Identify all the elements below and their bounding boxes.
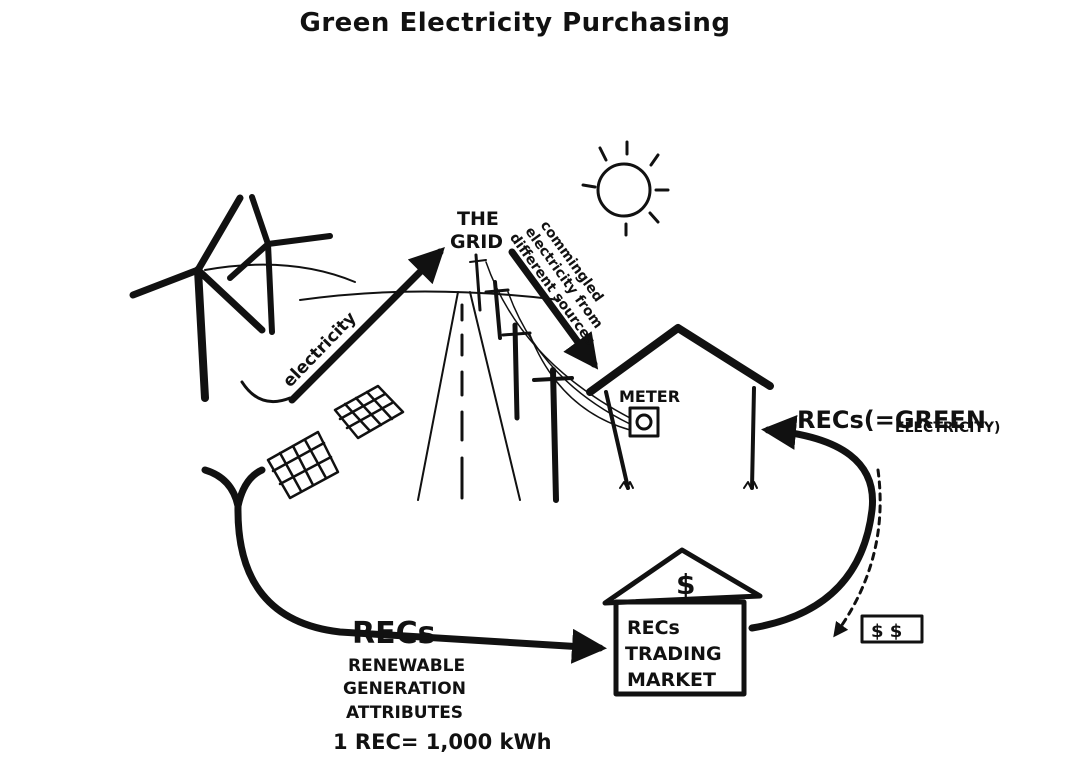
electricity-arrow (240, 247, 445, 404)
grid-label-line1: THE (457, 208, 499, 230)
house-icon (586, 324, 774, 490)
meter-label: METER (619, 387, 680, 406)
road-drawing (299, 290, 561, 501)
recs-green-label-line2: ELECTRICITY) (895, 420, 1000, 436)
recs-return-arrow (748, 415, 877, 632)
generation-label: GENERATION (343, 679, 466, 699)
grid-label-line2: GRID (450, 231, 503, 253)
solar-panel-icon (266, 384, 405, 500)
market-label-line2: TRADING (625, 643, 722, 665)
wind-turbine-icon (129, 194, 356, 402)
attributes-label: ATTRIBUTES (346, 703, 463, 723)
renewable-label: RENEWABLE (348, 656, 465, 676)
rec-equation-label: 1 REC= 1,000 kWh (333, 730, 552, 754)
page-title: Green Electricity Purchasing (299, 8, 731, 38)
market-label-line3: MARKET (627, 669, 716, 691)
recs-green-label-line1: RECs(=GREEN (797, 406, 986, 434)
money-arrow (833, 468, 882, 638)
market-dollar-symbol: $ (676, 568, 695, 601)
recs-main-label: RECs (352, 616, 435, 651)
meter-icon (628, 406, 660, 438)
electricity-label: electricity (279, 308, 360, 391)
sun-icon (581, 140, 670, 237)
money-bill-icon (860, 614, 924, 644)
market-label-line1: RECs (627, 617, 680, 639)
commingled-arrow (508, 248, 599, 370)
recs-flow-arrow (201, 466, 607, 664)
money-label: $ $ (871, 621, 902, 642)
trading-market-icon (602, 547, 763, 697)
